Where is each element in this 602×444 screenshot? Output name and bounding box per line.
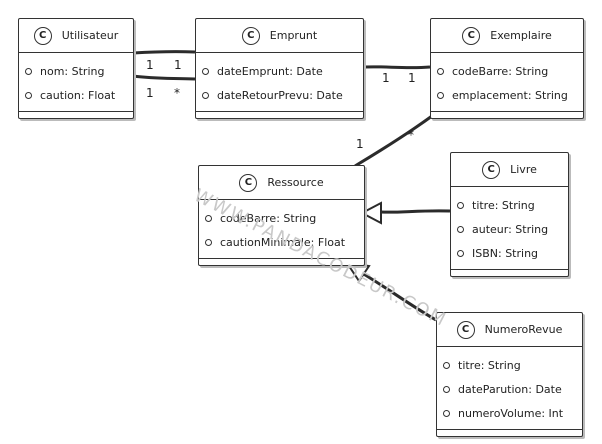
attribute: nom: String [19,59,133,83]
class-name: Livre [510,163,537,176]
class-header: C Utilisateur [19,19,133,53]
attribute: caution: Float [19,83,133,107]
class-stereotype-icon: C [33,26,52,45]
attribute-list: dateEmprunt: Date dateRetourPrevu: Date [196,53,363,112]
class-name: Utilisateur [61,29,119,42]
multiplicity-label: 1 [408,71,416,85]
class-name: Emprunt [269,29,318,42]
attribute: titre: String [437,353,582,377]
multiplicity-label: 1 [146,86,154,100]
class-header: C Emprunt [196,19,363,53]
multiplicity-label: 1 [382,71,390,85]
attribute-visibility-icon [443,361,450,369]
attribute-visibility-icon [443,409,450,417]
attribute: dateParution: Date [437,377,582,401]
multiplicity-label: 1 [356,137,364,151]
attribute: codeBarre: String [199,206,364,230]
class-stereotype-icon: C [239,173,258,192]
attribute: titre: String [451,193,568,217]
generalization-numerorevue-ressource [361,271,437,322]
attribute: cautionMinimale: Float [199,230,364,254]
attribute-list: nom: String caution: Float [19,53,133,112]
class-name: Exemplaire [490,29,552,42]
class-header: C NumeroRevue [437,313,582,347]
attribute-visibility-icon [205,214,212,222]
association-utilisateur-emprunt-top [132,50,196,55]
class-name: Ressource [267,176,324,189]
attribute-visibility-icon [457,225,464,233]
class-stereotype-icon: C [462,26,481,45]
method-list [19,112,133,118]
association-emprunt-exemplaire [364,65,431,70]
method-list [437,430,582,436]
method-list [196,112,363,118]
attribute-visibility-icon [202,67,209,75]
attribute-visibility-icon [457,249,464,257]
attribute: dateRetourPrevu: Date [196,83,363,107]
method-list [431,112,583,118]
generalization-arrowhead-livre [359,201,382,225]
class-name: NumeroRevue [484,323,563,336]
multiplicity-label: * [174,86,180,100]
attribute-visibility-icon [443,385,450,393]
attribute-visibility-icon [437,67,444,75]
multiplicity-label: 1 [146,58,154,72]
class-header: C Livre [451,153,568,187]
method-list [451,270,568,276]
attribute: numeroVolume: Int [437,401,582,425]
class-ressource[interactable]: C Ressource codeBarre: String cautionMin… [198,165,365,266]
attribute-visibility-icon [437,91,444,99]
association-utilisateur-emprunt-bottom [132,74,196,81]
attribute: auteur: String [451,217,568,241]
attribute-list: codeBarre: String emplacement: String [431,53,583,112]
class-livre[interactable]: C Livre titre: String auteur: String ISB… [450,152,569,277]
attribute-visibility-icon [25,91,32,99]
attribute-visibility-icon [457,201,464,209]
class-exemplaire[interactable]: C Exemplaire codeBarre: String emplaceme… [430,18,584,119]
class-stereotype-icon: C [241,26,260,45]
attribute-list: codeBarre: String cautionMinimale: Float [199,200,364,259]
class-utilisateur[interactable]: C Utilisateur nom: String caution: Float [18,18,134,119]
attribute: dateEmprunt: Date [196,59,363,83]
association-exemplaire-ressource [354,114,433,168]
attribute: emplacement: String [431,83,583,107]
class-stereotype-icon: C [456,320,475,339]
attribute-visibility-icon [202,91,209,99]
generalization-livre-ressource [379,209,451,214]
class-stereotype-icon: C [482,160,501,179]
method-list [199,259,364,265]
class-emprunt[interactable]: C Emprunt dateEmprunt: Date dateRetourPr… [195,18,364,119]
attribute-visibility-icon [25,67,32,75]
attribute-visibility-icon [205,238,212,246]
attribute-list: titre: String auteur: String ISBN: Strin… [451,187,568,270]
class-numerorevue[interactable]: C NumeroRevue titre: String dateParution… [436,312,583,437]
class-header: C Exemplaire [431,19,583,53]
multiplicity-label: * [408,128,414,142]
class-header: C Ressource [199,166,364,200]
attribute-list: titre: String dateParution: Date numeroV… [437,347,582,430]
attribute: ISBN: String [451,241,568,265]
multiplicity-label: 1 [174,58,182,72]
attribute: codeBarre: String [431,59,583,83]
